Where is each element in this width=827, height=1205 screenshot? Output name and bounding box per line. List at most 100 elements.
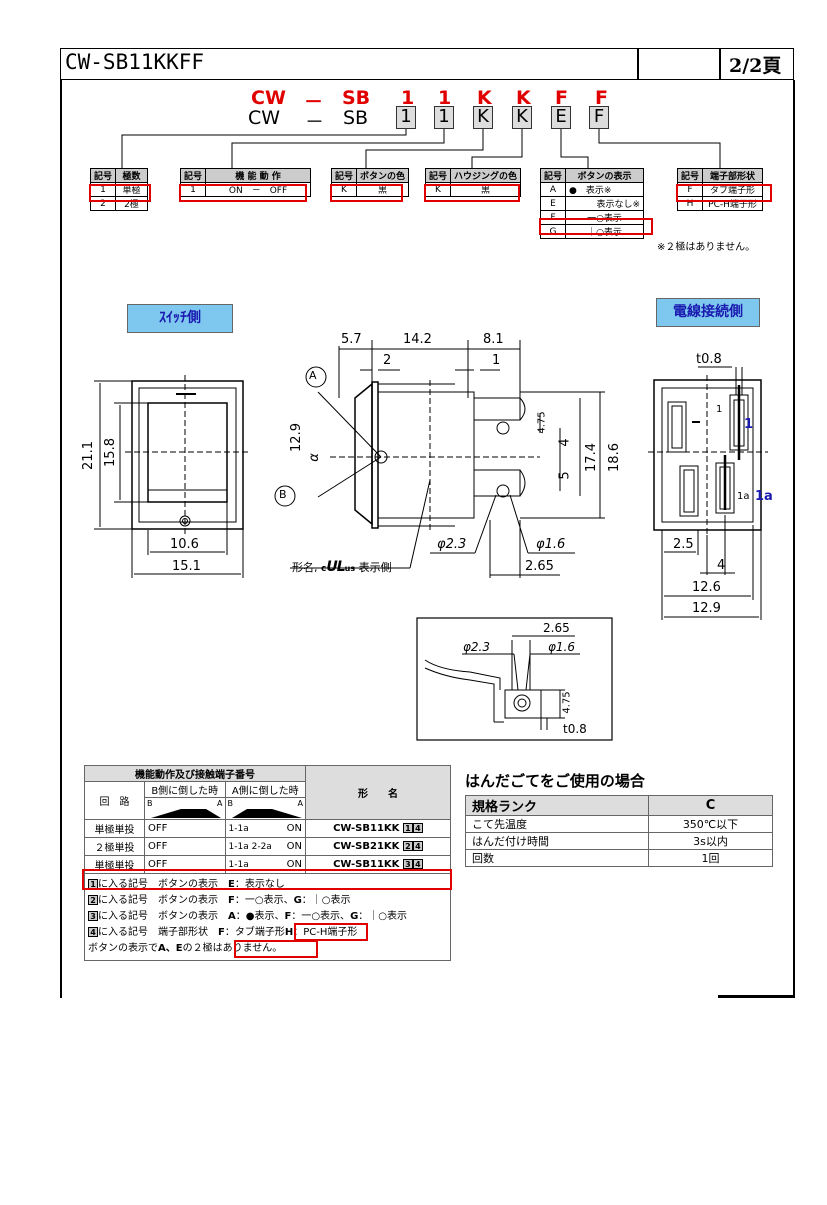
table-cell: PC-H端子形	[702, 196, 764, 211]
note-text: ：表示なし	[234, 879, 285, 890]
table-cell: A	[539, 182, 567, 197]
note-text: に入る記号 ボタンの表示	[98, 879, 228, 890]
note-code: H	[284, 927, 294, 938]
selected-highlight	[539, 218, 653, 235]
note-line-5: ボタンの表示でA、Eの２極はありません。	[88, 941, 447, 957]
table-cell: 回数	[465, 849, 649, 867]
table-cell: G	[539, 224, 567, 239]
dim-2-5: 2.5	[673, 537, 694, 552]
dim-12-9: 12.9	[288, 423, 304, 452]
dim-12-9-rear: 12.9	[692, 601, 721, 616]
terminal-1-label: 1	[716, 404, 723, 415]
table-cell: ２極単投	[84, 837, 145, 856]
selected-note-highlight	[234, 940, 318, 958]
dim-14-2: 14.2	[403, 332, 432, 347]
table-header: ハウジングの色	[450, 168, 522, 183]
dim-5-7: 5.7	[341, 332, 362, 347]
note-box: 2	[402, 841, 413, 851]
detail-dim-4-75: 4.75	[561, 691, 573, 714]
code-box-housing-color: K	[512, 106, 532, 129]
table-cell: OFF	[144, 819, 226, 838]
a-tilt-icon	[231, 809, 302, 818]
detail-dim-2-65: 2.65	[543, 621, 570, 635]
code-box-terminal: F	[589, 106, 609, 129]
code-box-function: 1	[434, 106, 454, 129]
model-name: CW-SB21KK	[333, 841, 400, 852]
note-code: E	[228, 879, 235, 890]
table-cell: こて先温度	[465, 815, 649, 833]
dim-17-4: 17.4	[583, 443, 599, 472]
detail-dim-phi-1-6: φ1.6	[548, 640, 575, 654]
terminal-1-blue: 1	[744, 417, 754, 432]
code-connector-lines	[121, 129, 721, 168]
dim-alpha: α	[306, 453, 322, 462]
dim-2-65: 2.65	[525, 559, 554, 574]
table-cell: 350℃以下	[648, 815, 773, 833]
ul-logo-icon: UL	[326, 559, 345, 575]
note-text: ：PC-H端子形	[293, 927, 358, 938]
title-bar-frame	[60, 48, 794, 80]
frame-left-border	[60, 80, 62, 998]
dim-5: 5	[557, 471, 573, 480]
selected-row-highlight	[82, 869, 452, 890]
code-red-dash: －	[304, 91, 324, 113]
note-box: 2	[88, 895, 98, 905]
dim-1: 1	[492, 353, 501, 368]
table-cell: 1回	[648, 849, 773, 867]
a-term: 1-1a 2-2a	[228, 842, 272, 852]
table-cell: 単極単投	[84, 819, 145, 838]
solder-title: はんだごてをご使用の場合	[465, 772, 645, 790]
selected-highlight	[179, 184, 307, 202]
function-table-circuit-header: 回 路	[84, 781, 145, 820]
code-red-fa: F	[555, 87, 568, 109]
table-cell: OFF	[144, 837, 226, 856]
marking-side-label: 形名, cULus 表示側	[292, 559, 392, 575]
ul-us: us	[344, 564, 356, 573]
ul-c: c	[321, 564, 327, 574]
dim-15-8: 15.8	[102, 438, 118, 467]
table-header: ボタンの表示	[565, 168, 645, 183]
dim-8-1: 8.1	[483, 332, 504, 347]
note-text: に入る記号 ボタンの表示	[98, 895, 228, 906]
a-tilt-label-b: B	[227, 799, 234, 808]
selected-highlight	[89, 184, 151, 202]
label-b: B	[279, 488, 287, 501]
note-text: ：●表示、	[235, 911, 285, 922]
note-text: ：｜○表示	[358, 911, 408, 922]
table-cell: 1-1a 2-2a ON	[224, 837, 307, 856]
page-title: CW-SB11KKFF	[65, 50, 205, 74]
note-text: ボタンの表示で	[88, 943, 158, 954]
code-dash: －	[305, 111, 325, 133]
note-box: 4	[412, 859, 423, 869]
code-red-1a: 1	[401, 87, 415, 109]
function-table-a-header: A側に倒した時	[224, 781, 307, 798]
note-code: F	[228, 895, 235, 906]
code-box-button-display: E	[551, 106, 571, 129]
table-cell: H	[676, 196, 704, 211]
terminal-1a-blue: 1a	[755, 489, 773, 504]
dimension-drawing	[94, 340, 768, 741]
table-header: C	[648, 795, 773, 816]
note-text: ：一○表示、	[234, 895, 294, 906]
note-box: 4	[412, 841, 423, 851]
dim-phi-2-3: φ2.3	[437, 537, 467, 552]
dim-21-1: 21.1	[80, 441, 96, 470]
note-box: 4	[412, 823, 423, 833]
selected-highlight	[676, 184, 772, 202]
two-pole-note: ※２極はありません。	[657, 242, 756, 253]
table-header: 記号	[179, 168, 207, 183]
function-table-model-header: 形 名	[305, 765, 451, 820]
table-header: 機 能 動 作	[205, 168, 312, 183]
table-header: 規格ランク	[465, 795, 649, 816]
note-box: 1	[402, 823, 413, 833]
label-a: A	[309, 369, 317, 382]
wire-side-badge: 電線接続側	[656, 298, 760, 327]
table-cell: 2	[89, 196, 117, 211]
note-code: F	[218, 927, 225, 938]
a-state: ON	[286, 841, 302, 852]
